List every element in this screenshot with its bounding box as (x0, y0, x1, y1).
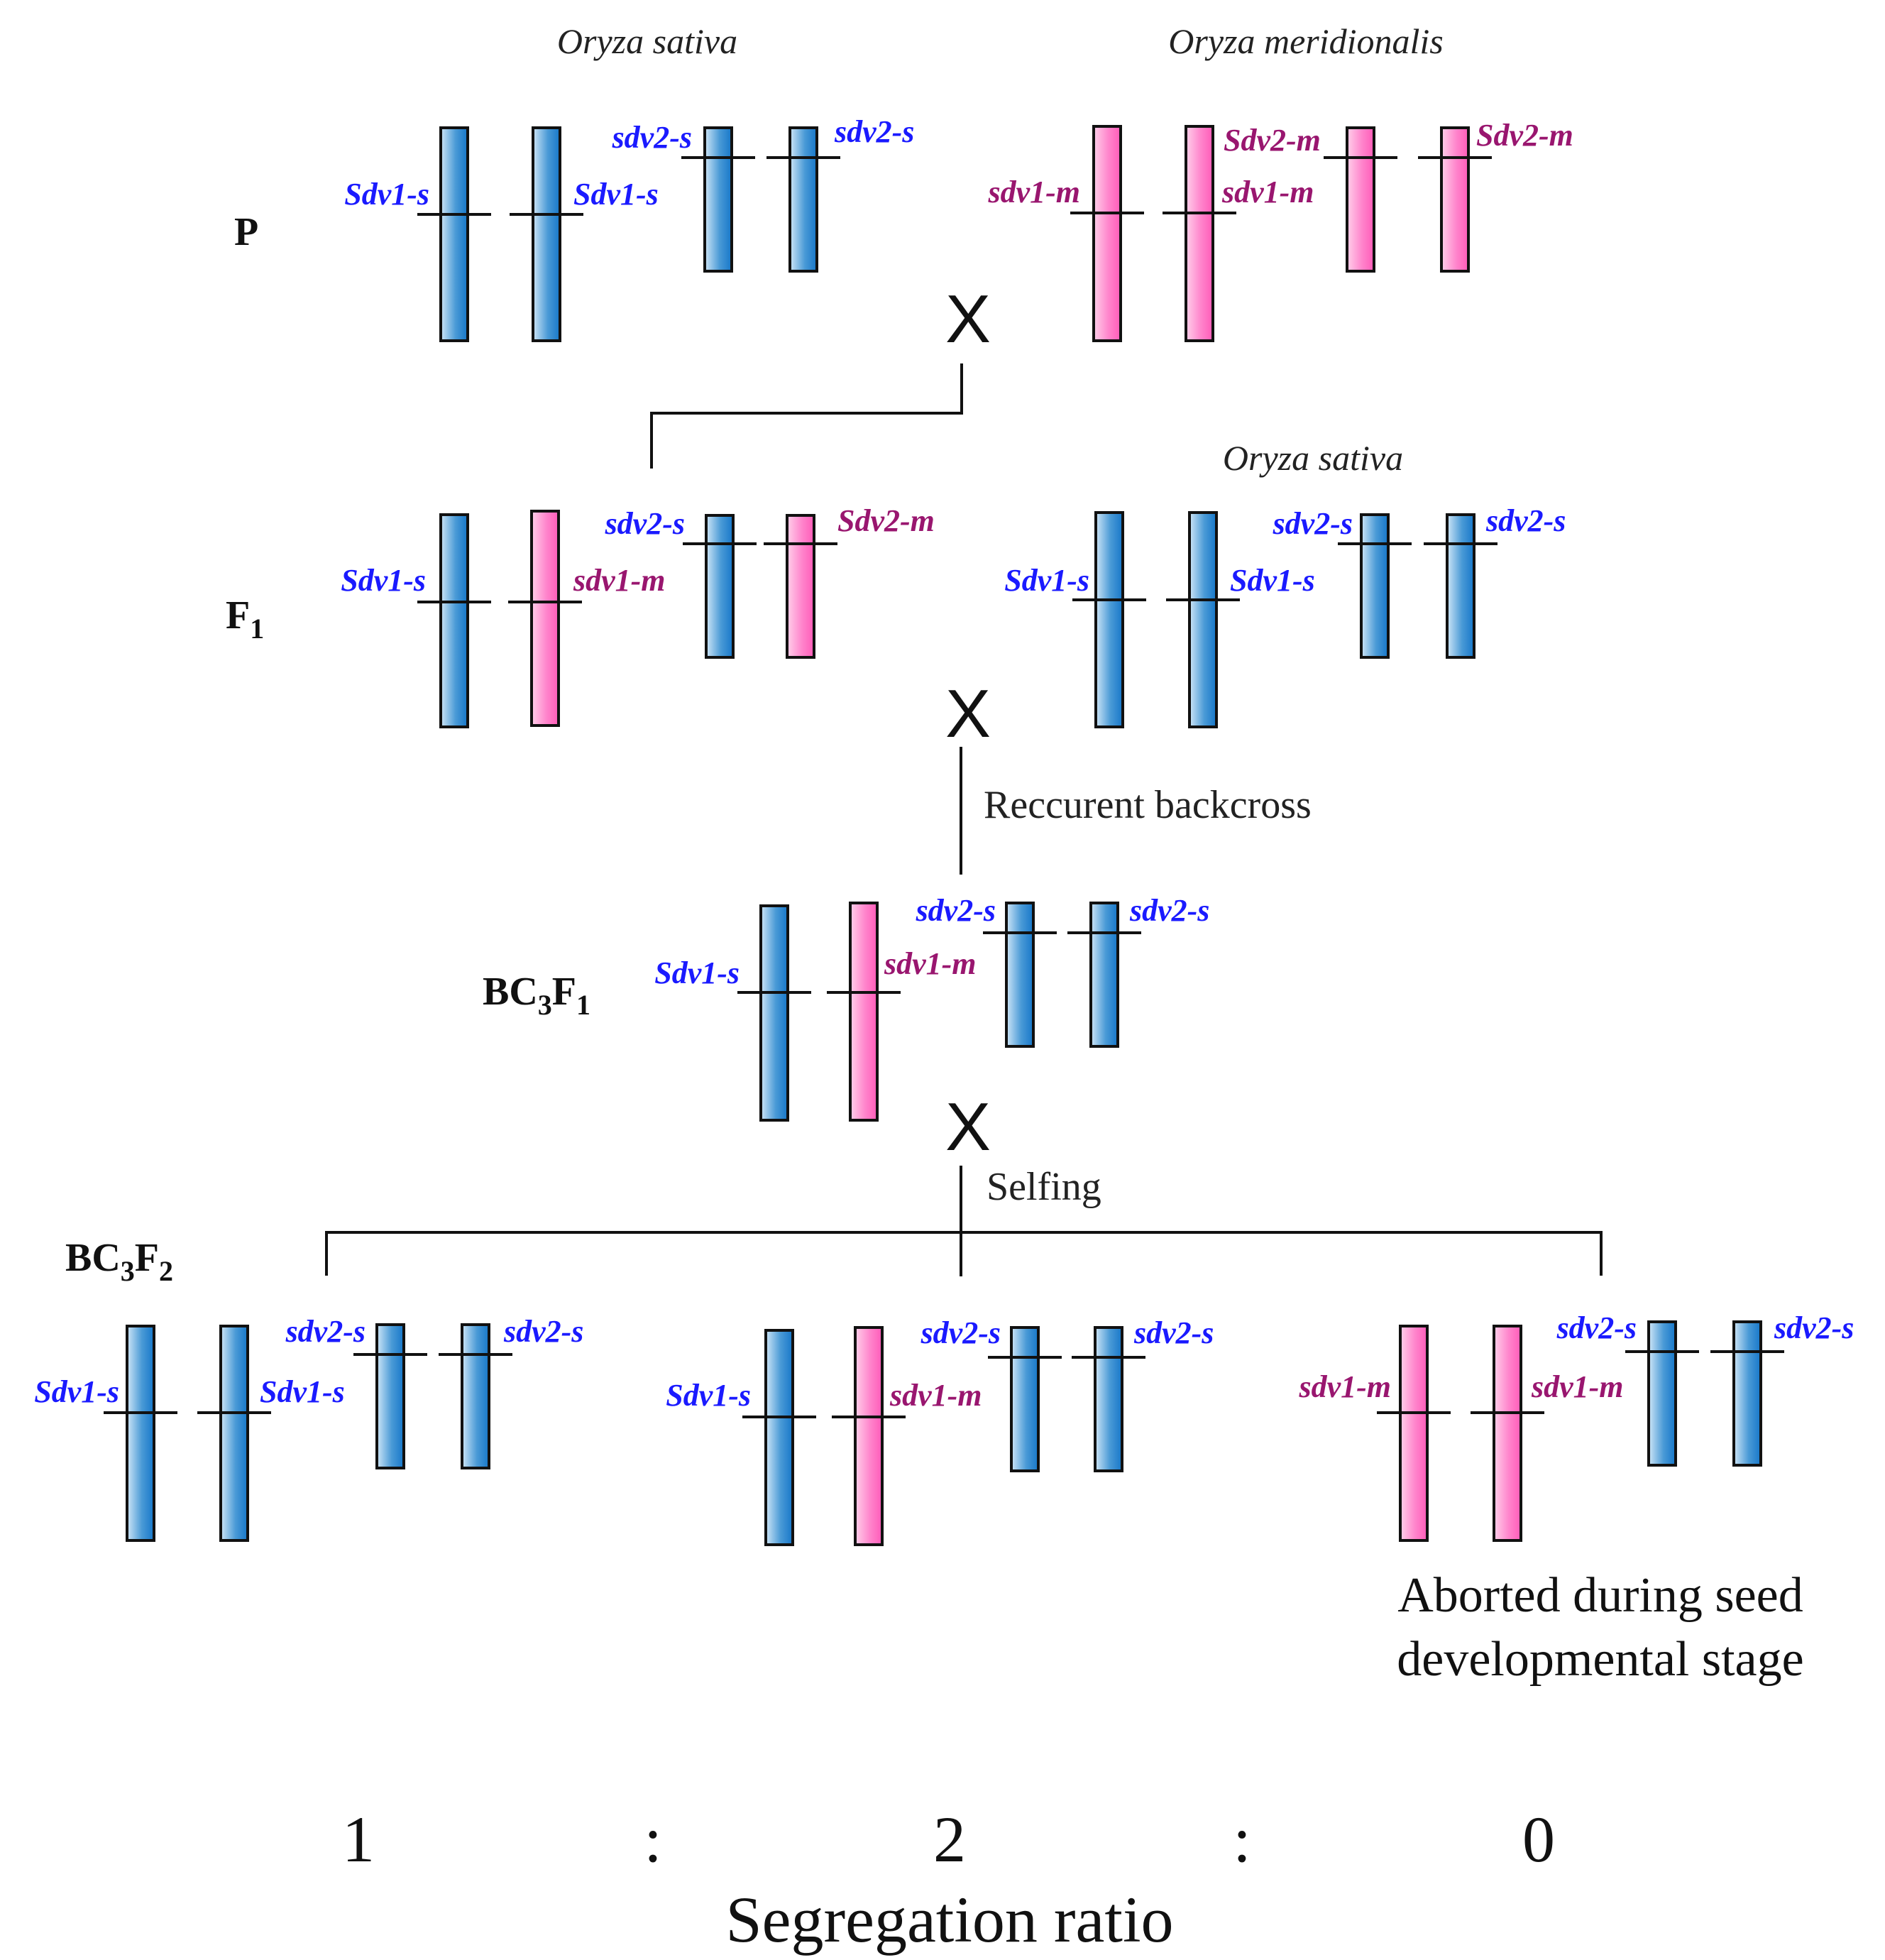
p-meridionalis-chr2-a (1346, 126, 1375, 273)
p-sativa-chr2-a (703, 126, 733, 273)
bc3f1-chr1-sativa (759, 904, 789, 1122)
bc3f2-1-allele-sdv1-b: Sdv1-s (260, 1374, 345, 1409)
bc3f1-chr2-sativa-b (1089, 902, 1119, 1048)
ratio-value-2: 2 (933, 1803, 966, 1876)
aborted-note-line-1: Aborted during seed (1397, 1568, 1803, 1623)
bc3f2-3-chr2-b (1732, 1320, 1762, 1467)
bc3f2-1-allele-sdv2-a: sdv2-s (285, 1314, 366, 1349)
recurrent-sativa-allele-sdv2-a: sdv2-s (1273, 506, 1353, 541)
bc3f1-allele-sdv2-s-b: sdv2-s (1129, 893, 1209, 928)
species-label-sativa: Oryza sativa (557, 21, 737, 61)
recurrent-backcross-label: Reccurent backcross (984, 783, 1312, 827)
bc3f2-2-chr1-sativa (764, 1329, 794, 1546)
generation-label-p: P (234, 210, 258, 254)
bc3f2-2-chr1-meridionalis (854, 1326, 884, 1546)
segregation-ratio-title: Segregation ratio (725, 1883, 1173, 1956)
species-label-meridionalis: Oryza meridionalis (1168, 21, 1444, 61)
bc3f1-allele-sdv1-s: Sdv1-s (654, 956, 740, 990)
generation-label-f1: F1 (226, 593, 264, 645)
bc3f2-2-chr2-a (1010, 1326, 1040, 1472)
bc3f2-3-chr2-a (1647, 1320, 1677, 1467)
bc3f2-1-chr1-b (219, 1325, 249, 1542)
f1-chr2-sativa (705, 514, 735, 659)
f1-allele-sdv2-s: sdv2-s (605, 506, 685, 541)
bc3f1-allele-sdv1-m: sdv1-m (884, 946, 977, 981)
bc3f2-2-allele-sdv2-b: sdv2-s (1133, 1315, 1214, 1350)
bc3f2-2-allele-sdv1-m: sdv1-m (889, 1378, 982, 1413)
bc3f2-3-allele-sdv1-a: sdv1-m (1298, 1369, 1391, 1404)
p-meridionalis-allele-sdv2-b: Sdv2-m (1476, 118, 1573, 153)
generation-label-bc3f2: BC3F2 (65, 1236, 173, 1287)
p-meridionalis-chr1-b (1185, 125, 1214, 342)
cross-symbol-bc3f1: X (945, 1089, 991, 1165)
recurrent-sativa-chr2-a (1360, 513, 1390, 659)
cross-symbol-f1: X (945, 676, 991, 752)
f1-allele-sdv1-s: Sdv1-s (341, 563, 426, 598)
species-label-recurrent-sativa: Oryza sativa (1223, 438, 1403, 478)
p-sativa-allele-sdv2-b: sdv2-s (834, 114, 914, 149)
f1-chr2-meridionalis (786, 514, 815, 659)
bc3f2-3-chr1-b (1493, 1325, 1522, 1542)
p-meridionalis-allele-sdv1-a: sdv1-m (987, 175, 1080, 209)
p-sativa-allele-sdv1-a: Sdv1-s (344, 177, 429, 212)
bc3f1-chr2-sativa-a (1005, 902, 1035, 1048)
bc3f2-3-allele-sdv1-b: sdv1-m (1531, 1369, 1624, 1404)
recurrent-sativa-chr2-b (1446, 513, 1475, 659)
aborted-note-line-2: developmental stage (1397, 1632, 1803, 1687)
bc3f2-2-chr2-b (1094, 1326, 1123, 1472)
selfing-label: Selfing (987, 1165, 1101, 1209)
bc3f2-2-allele-sdv2-a: sdv2-s (920, 1315, 1001, 1350)
ratio-value-0: 0 (1522, 1803, 1555, 1876)
bc3f2-1-allele-sdv2-b: sdv2-s (503, 1314, 583, 1349)
f1-chr1-meridionalis (530, 510, 560, 727)
p-to-f1-connector (650, 363, 963, 469)
p-sativa-chr2-b (788, 126, 818, 273)
p-sativa-chr1-b (532, 126, 561, 342)
p-sativa-chr1-a (439, 126, 469, 342)
p-sativa-allele-sdv2-a: sdv2-s (612, 120, 692, 155)
f1-chr1-sativa (439, 513, 469, 728)
generation-label-bc3f1: BC3F1 (483, 970, 590, 1021)
bc3f2-bracket (325, 1231, 1603, 1276)
bc3f1-chr1-meridionalis (849, 902, 879, 1122)
ratio-separator-2: : (1233, 1803, 1251, 1876)
f1-allele-sdv2-m: Sdv2-m (837, 503, 935, 538)
cross-symbol-p: X (945, 281, 991, 357)
recurrent-sativa-allele-sdv1-b: Sdv1-s (1230, 563, 1315, 598)
bc3f2-3-allele-sdv2-a: sdv2-s (1556, 1310, 1637, 1345)
bc3f2-1-chr2-b (461, 1323, 490, 1469)
recurrent-sativa-chr1-b (1188, 511, 1218, 728)
bc3f2-3-chr1-a (1399, 1325, 1429, 1542)
ratio-value-1: 1 (342, 1803, 375, 1876)
p-meridionalis-chr2-b (1440, 126, 1470, 273)
f1-allele-sdv1-m: sdv1-m (573, 563, 666, 598)
bc3f2-1-chr1-a (126, 1325, 155, 1542)
recurrent-sativa-allele-sdv1-a: Sdv1-s (1004, 563, 1089, 598)
bc3f2-1-allele-sdv1-a: Sdv1-s (34, 1374, 119, 1409)
p-sativa-allele-sdv1-b: Sdv1-s (573, 177, 659, 212)
bc3f2-1-chr2-a (375, 1323, 405, 1469)
recurrent-sativa-chr1-a (1094, 511, 1124, 728)
bc3f2-2-allele-sdv1-s: Sdv1-s (666, 1378, 751, 1413)
p-meridionalis-allele-sdv2-a: Sdv2-m (1224, 123, 1321, 158)
p-meridionalis-allele-sdv1-b: sdv1-m (1221, 175, 1314, 209)
ratio-separator-1: : (644, 1803, 662, 1876)
bc3f1-allele-sdv2-s-a: sdv2-s (916, 893, 996, 928)
recurrent-sativa-allele-sdv2-b: sdv2-s (1485, 503, 1566, 538)
p-meridionalis-chr1-a (1092, 125, 1122, 342)
bc3f2-3-allele-sdv2-b: sdv2-s (1774, 1310, 1854, 1345)
